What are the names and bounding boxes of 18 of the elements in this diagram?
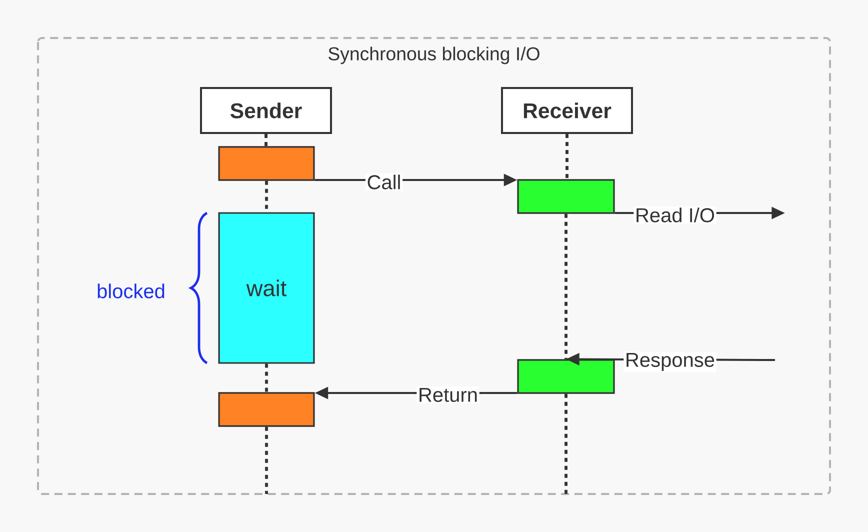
lifeline — [564, 394, 568, 494]
lifeline — [566, 134, 568, 180]
activation-bar — [517, 179, 615, 214]
lifeline — [265, 426, 268, 494]
wait-box: wait — [218, 212, 315, 364]
activation-bar — [218, 146, 315, 181]
lifeline — [564, 214, 568, 360]
edge-label: Read I/O — [634, 206, 716, 224]
lifeline — [264, 134, 268, 146]
edge-label: Return — [416, 386, 480, 404]
participant-box: Sender — [200, 86, 332, 134]
activation-bar — [517, 359, 615, 394]
annotation-label: blocked — [98, 284, 164, 298]
lifeline — [265, 364, 268, 392]
participant-box: Receiver — [501, 86, 633, 134]
edge-label: Response — [624, 352, 716, 372]
activation-bar — [218, 392, 315, 427]
edge-label: Call — [365, 173, 403, 191]
